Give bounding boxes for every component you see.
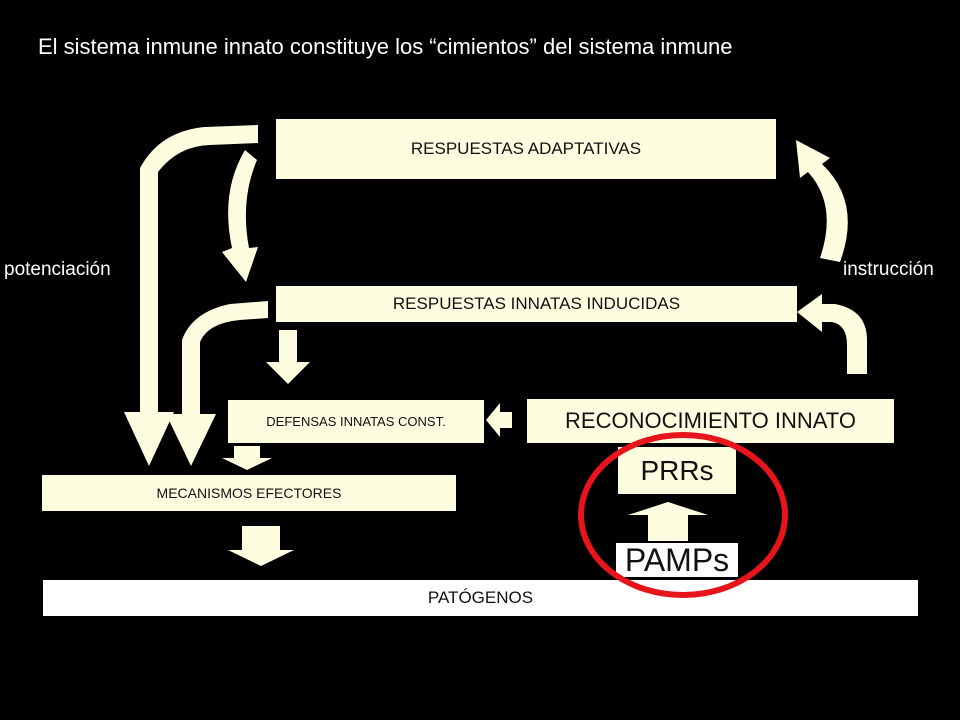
pathogens-box: PATÓGENOS — [43, 580, 918, 616]
innate-recognition-box: RECONOCIMIENTO INNATO — [527, 399, 894, 443]
effector-mechanisms-box: MECANISMOS EFECTORES — [42, 475, 456, 511]
induced-to-constitutive-arrow — [266, 330, 310, 384]
potenciacion-arrow-outer — [124, 125, 258, 466]
instruccion-arrow-upper — [796, 140, 848, 262]
constitutive-defenses-box: DEFENSAS INNATAS CONST. — [228, 400, 484, 443]
induced-responses-box: RESPUESTAS INNATAS INDUCIDAS — [276, 286, 797, 322]
adaptive-responses-box: RESPUESTAS ADAPTATIVAS — [276, 119, 776, 179]
instruccion-label: instrucción — [843, 259, 934, 280]
pamps-to-prrs-arrow — [628, 502, 708, 541]
potenciacion-arrow-inner — [166, 301, 268, 466]
instruccion-arrow-lower — [797, 294, 867, 374]
adaptive-to-induced-arrow — [222, 150, 258, 282]
constitutive-to-effectors-arrow — [222, 446, 272, 470]
recognition-to-constitutive-arrow — [486, 403, 512, 437]
effectors-to-pathogens-arrow — [228, 526, 294, 566]
potenciacion-label: potenciación — [4, 259, 111, 280]
prrs-box: PRRs — [618, 447, 736, 494]
slide-title: El sistema inmune innato constituye los … — [38, 34, 733, 59]
pamps-box: PAMPs — [616, 543, 738, 577]
